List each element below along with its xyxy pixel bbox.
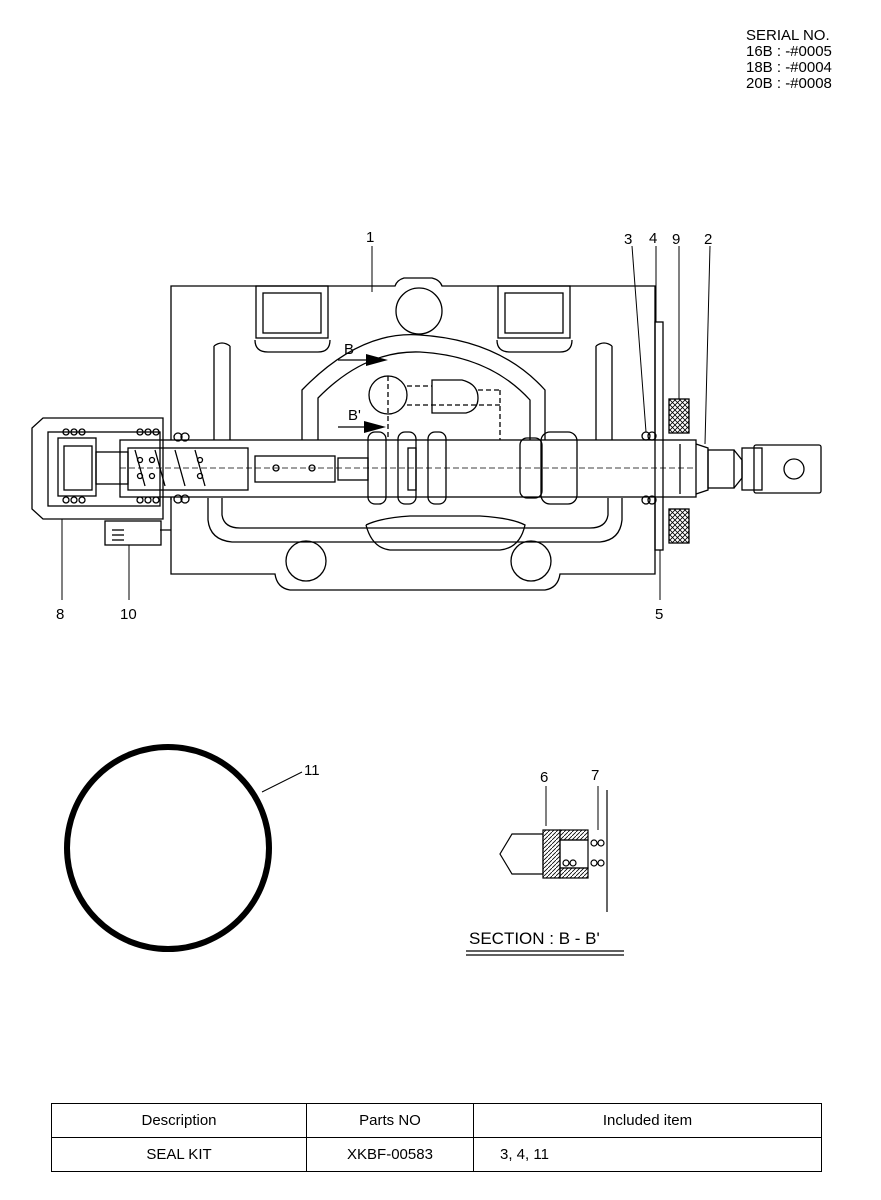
serial-line-16b: 16B : -#0005: [746, 43, 832, 60]
cell-parts-no: XKBF-00583: [306, 1137, 474, 1172]
section-b-label: B: [344, 341, 354, 358]
spring-cap: [31, 417, 190, 546]
parts-table-header: Description Parts NO Included item: [51, 1103, 822, 1138]
callout-8: 8: [56, 606, 64, 623]
callout-10: 10: [120, 606, 137, 623]
spool: [119, 431, 822, 505]
callout-9: 9: [672, 231, 680, 248]
callout-3: 3: [624, 231, 632, 248]
section-b-prime-label: B': [348, 407, 361, 424]
leader-lines: [61, 245, 711, 830]
parts-table: Description Parts NO Included item SEAL …: [51, 1103, 822, 1172]
cell-description: SEAL KIT: [51, 1137, 307, 1172]
valve-body: [160, 277, 656, 591]
callout-numbers: 1 2 3 4 5 6 7 8 9 10 11: [56, 229, 712, 786]
seal-plate: [641, 321, 690, 551]
cell-included-item: 3, 4, 11: [473, 1137, 822, 1172]
callout-11: 11: [304, 762, 320, 779]
section-title: SECTION : B - B': [469, 929, 600, 948]
section-arrows: B B': [338, 341, 388, 433]
serial-line-20b: 20B : -#0008: [746, 75, 832, 92]
callout-6: 6: [540, 769, 548, 786]
serial-line-18b: 18B : -#0004: [746, 59, 832, 76]
table-row: SEAL KIT XKBF-00583 3, 4, 11: [51, 1137, 822, 1172]
header-description: Description: [51, 1103, 307, 1138]
o-ring: [64, 744, 272, 952]
callout-2: 2: [704, 231, 712, 248]
serial-heading: SERIAL NO.: [746, 27, 830, 44]
section-detail: [499, 790, 608, 912]
header-included-item: Included item: [473, 1103, 822, 1138]
callout-1: 1: [366, 229, 374, 246]
callout-5: 5: [655, 606, 663, 623]
serial-number-block: SERIAL NO. 16B : -#0005 18B : -#0004 20B…: [746, 28, 832, 92]
callout-7: 7: [591, 767, 599, 784]
header-parts-no: Parts NO: [306, 1103, 474, 1138]
callout-4: 4: [649, 230, 657, 247]
